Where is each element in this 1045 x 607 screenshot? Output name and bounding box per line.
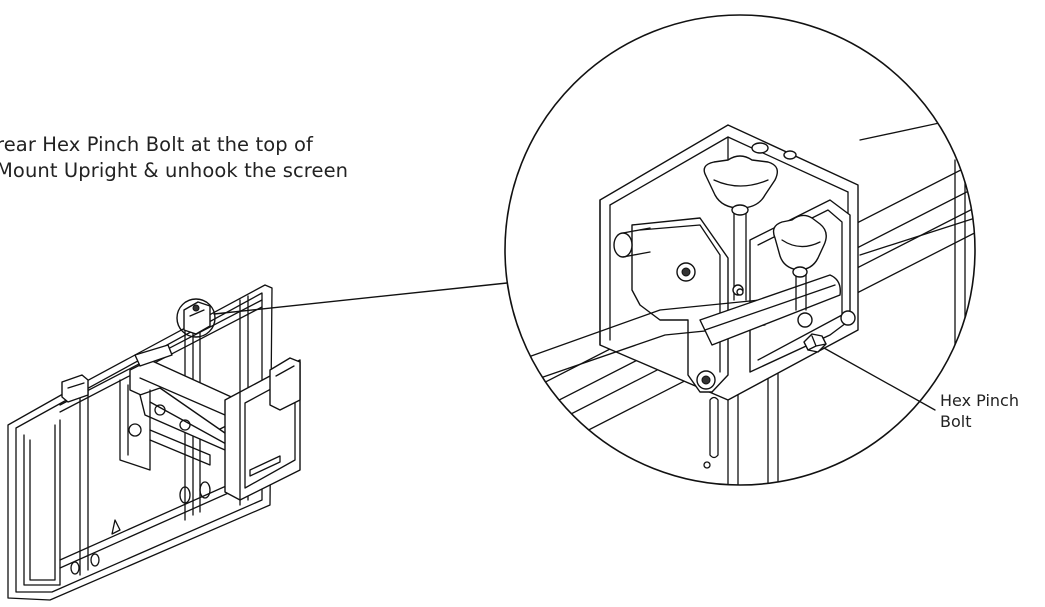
instruction-text: rear Hex Pinch Bolt at the top of Mount … <box>0 132 348 184</box>
hex-pinch-bolt-label: Hex Pinch Bolt <box>940 390 1019 432</box>
callout-line-1: Hex Pinch <box>940 391 1019 410</box>
callout-leader-line <box>823 347 936 411</box>
zoom-detail <box>504 14 976 486</box>
instruction-line-2: Mount Upright & unhook the screen <box>0 159 349 182</box>
zoom-leader-line <box>213 282 508 315</box>
instruction-line-1: rear Hex Pinch Bolt at the top of <box>0 133 314 156</box>
callout-line-2: Bolt <box>940 412 972 431</box>
mount-assembly-drawing <box>7 284 301 601</box>
